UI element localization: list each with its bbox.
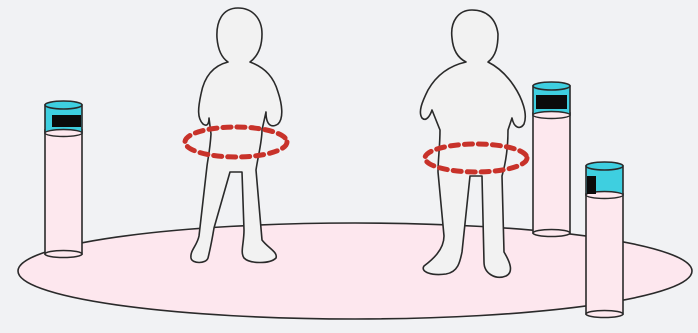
sensor-top — [586, 162, 623, 170]
sensor-pillar-right-back — [533, 82, 570, 237]
sensor-top — [45, 101, 82, 109]
sensor-top — [533, 82, 570, 90]
sensor-pillar-left — [45, 101, 82, 258]
sensor-bottom-rim — [45, 130, 82, 137]
sensor-pillar-right-front — [586, 162, 623, 318]
sensor-lens-window — [587, 176, 596, 194]
pillar-base — [45, 251, 82, 258]
pillar-body — [45, 130, 82, 254]
pillar-base — [586, 311, 623, 318]
pillar-body — [586, 194, 623, 314]
sensor-bottom-rim — [533, 112, 570, 119]
pillar-base — [533, 230, 570, 237]
sensor-lens-window — [52, 115, 81, 127]
sensor-lens-window — [536, 95, 567, 109]
pillar-body — [533, 113, 570, 233]
